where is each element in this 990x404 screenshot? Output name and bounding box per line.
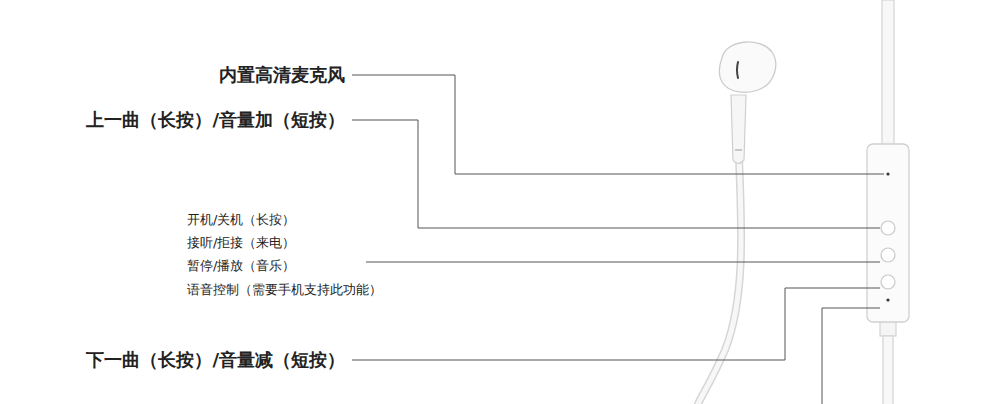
leader-line — [352, 75, 884, 174]
callout-label: 内置高清麦克风 — [219, 64, 345, 86]
earbud-stem — [731, 95, 746, 164]
indicator-dot — [886, 298, 889, 301]
callout-label: 下一曲（长按）/音量减（短按） — [86, 349, 345, 371]
leader-line — [352, 288, 880, 360]
leader-line — [822, 308, 880, 404]
volume-up-button — [881, 221, 895, 235]
multifunction-button — [881, 248, 895, 262]
earbud-cable-outline — [698, 158, 741, 404]
earbud-head — [719, 42, 775, 92]
volume-down-button — [881, 275, 895, 289]
callout-label: 开机/关机（长按） — [187, 212, 295, 228]
callout-label: 接听/拒接（来电） — [187, 235, 295, 251]
remote-control — [867, 144, 909, 322]
earbud-cable — [698, 158, 741, 404]
leader-line — [366, 262, 880, 263]
earbud-grille — [737, 62, 738, 78]
leader-line — [352, 120, 880, 228]
callout-label: 语音控制（需要手机支持此功能） — [187, 282, 382, 298]
earbud-stem-mark — [735, 150, 742, 151]
callout-label: 暂停/播放（音乐） — [187, 258, 295, 274]
microphone-hole — [886, 172, 889, 175]
callout-label: 上一曲（长按）/音量加（短按） — [86, 109, 345, 131]
main-cable — [882, 0, 894, 146]
main-cable — [883, 336, 893, 404]
